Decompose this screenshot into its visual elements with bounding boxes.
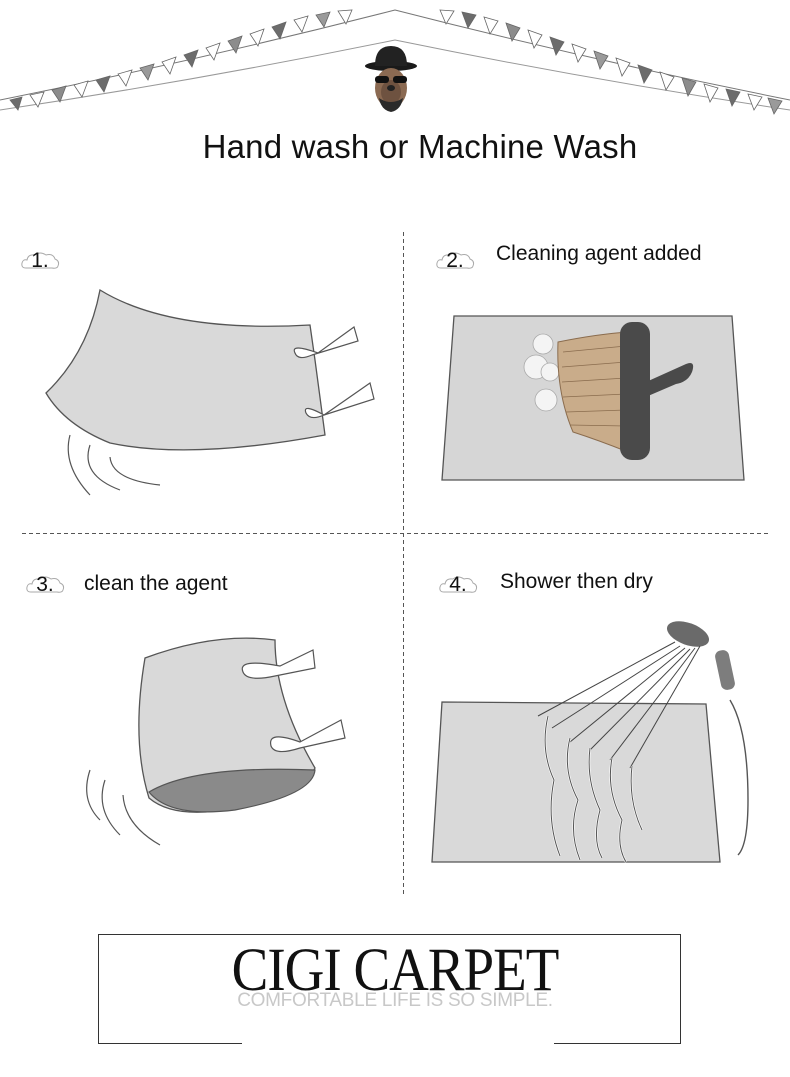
bunting-banner [0,9,790,115]
cloud-outline-icon [436,252,475,269]
step-number: 1. [31,249,49,272]
step-2-badge: 2. [435,250,475,272]
horizontal-divider [22,533,770,534]
step-3-label: clean the agent [84,572,228,595]
step-1-badge: 1. [20,250,60,272]
step-4-badge: 4. [438,574,478,596]
brush-scrub-illustration [441,315,745,481]
carpet-fold-illustration [86,637,346,846]
step-2-label: Cleaning agent added [496,242,702,265]
step-4-label: Shower then dry [500,570,653,593]
cloud-outline-icon [26,576,65,593]
brand-frame-gap [242,1040,554,1048]
step-number: 4. [449,573,467,596]
brand-tagline: COMFORTABLE LIFE IS SO SIMPLE. [237,990,553,1011]
shower-rinse-illustration [431,621,749,863]
vertical-divider [403,232,404,897]
brand-name: CIGI CARPET [231,935,560,1004]
cloud-outline-icon [439,576,478,593]
page-title: Hand wash or Machine Wash [202,128,638,165]
gentleman-pug-mascot-icon [365,46,417,112]
brand-frame [98,934,681,1044]
cloud-outline-icon [21,252,60,269]
carpet-shake-illustration [45,288,375,496]
step-number: 2. [446,249,464,272]
step-3-badge: 3. [25,574,65,596]
step-number: 3. [36,573,54,596]
